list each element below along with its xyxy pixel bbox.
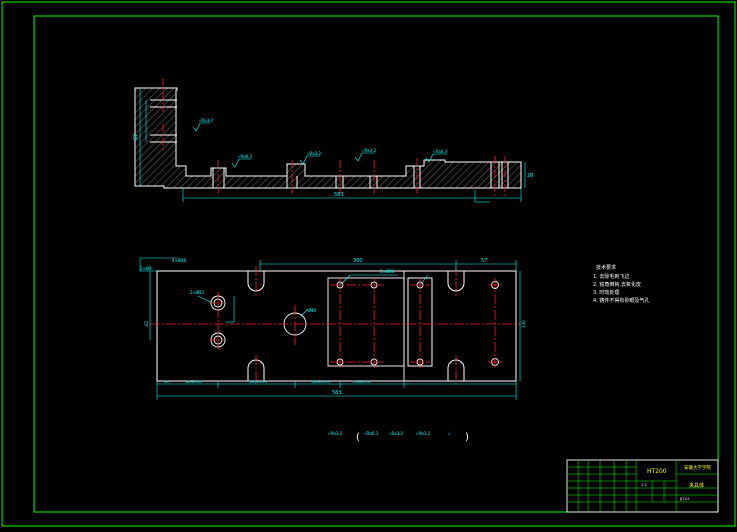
top-dim-width: 130 <box>521 320 526 328</box>
top-dim-hole-left: 2×Ø13 <box>190 290 205 295</box>
front-dimensions <box>139 88 526 203</box>
top-dim-2x8: 2×Ø8 <box>140 266 152 271</box>
legend-open-paren: ( <box>356 432 360 443</box>
top-view: 300 57 2×Ø16 2×Ø8 4×Ø16 2×Ø13 Ø40 130 62… <box>139 257 526 400</box>
tech-note-4: 4. 铸件不得有砂眼及气孔 <box>593 297 649 304</box>
front-roughness-callouts: √Ra3.2 √Ra6.3 √Ra3.2 √Ra3.2 √Ra6.3 <box>192 118 448 168</box>
top-dim-left-height: 62 <box>144 320 149 326</box>
top-dim-2x16: 2×Ø16 <box>380 269 395 274</box>
legend-close-paren: ) <box>465 432 469 443</box>
front-dim-height: 62 <box>133 134 139 140</box>
top-view-dimensions <box>139 257 521 400</box>
tech-note-1: 1. 去除毛刺飞边 <box>593 273 629 280</box>
title-part-name: 夹具体 <box>689 482 704 489</box>
title-material: HT200 <box>647 468 667 475</box>
svg-text:√Ra3.2: √Ra3.2 <box>362 148 377 153</box>
svg-text:√Ra3.2: √Ra3.2 <box>199 118 214 123</box>
svg-text:√Ra6.3: √Ra6.3 <box>433 149 448 154</box>
top-dim-4x16: 4×Ø16 <box>172 258 187 263</box>
svg-text:√Ra6.3: √Ra6.3 <box>238 154 253 159</box>
svg-text:130±0.03: 130±0.03 <box>311 380 329 384</box>
top-dim-57: 57 <box>481 258 487 264</box>
front-section-view: 62 583 20 √Ra3.2 √Ra6.3 √Ra3.2 √Ra3.2 √R… <box>133 78 533 203</box>
title-scale: 1:2 <box>641 483 647 487</box>
tech-note-2: 2. 锐角倒钝,去氧化皮 <box>593 281 641 288</box>
tech-notes-title: 技术要求 <box>596 264 616 271</box>
top-dim-bottom-row: 30 80±0.05 190±0.03 130±0.03 153±0.03 <box>164 380 370 384</box>
svg-text:√Ra6.3: √Ra6.3 <box>364 431 379 436</box>
front-centerlines <box>162 78 506 196</box>
top-dim-300: 300 <box>353 258 363 264</box>
svg-text:153±0.03: 153±0.03 <box>352 380 370 384</box>
title-school: 安徽大学学院 <box>684 464 711 471</box>
svg-text:√Ra3.2: √Ra3.2 <box>389 431 404 436</box>
technical-notes: 技术要求 1. 去除毛刺飞边 2. 锐角倒钝,去氧化皮 3. 时效处理 4. 铸… <box>593 264 649 304</box>
top-view-holes <box>210 281 499 366</box>
inner-frame <box>33 15 719 513</box>
top-view-outline <box>156 270 517 382</box>
top-dim-hole-large: Ø40 <box>308 308 317 313</box>
top-dim-total: 583 <box>332 390 342 396</box>
roughness-legend: √Ra3.2 ( √Ra6.3 √Ra3.2 √Ra3.2 √ ) <box>328 431 469 443</box>
svg-text:√Ra3.2: √Ra3.2 <box>416 431 431 436</box>
top-view-pocket <box>327 277 405 367</box>
title-block: HT200 安徽大学学院 夹具体 1:2 JJT-01 <box>566 459 719 513</box>
front-dim-side: 20 <box>527 173 533 179</box>
svg-text:√: √ <box>448 431 451 436</box>
front-dim-length: 583 <box>334 192 344 198</box>
svg-text:190±0.03: 190±0.03 <box>249 380 267 384</box>
svg-text:80±0.05: 80±0.05 <box>186 380 202 384</box>
top-view-slots <box>247 271 465 381</box>
svg-text:√Ra3.2: √Ra3.2 <box>307 151 322 156</box>
title-drawing-no: JJT-01 <box>679 497 690 501</box>
top-view-centerlines <box>150 266 520 386</box>
base-bores <box>212 162 509 188</box>
front-view-outline <box>134 87 522 189</box>
svg-text:30: 30 <box>164 380 169 384</box>
tech-note-3: 3. 时效处理 <box>593 289 619 296</box>
svg-text:√Ra3.2: √Ra3.2 <box>328 431 343 436</box>
